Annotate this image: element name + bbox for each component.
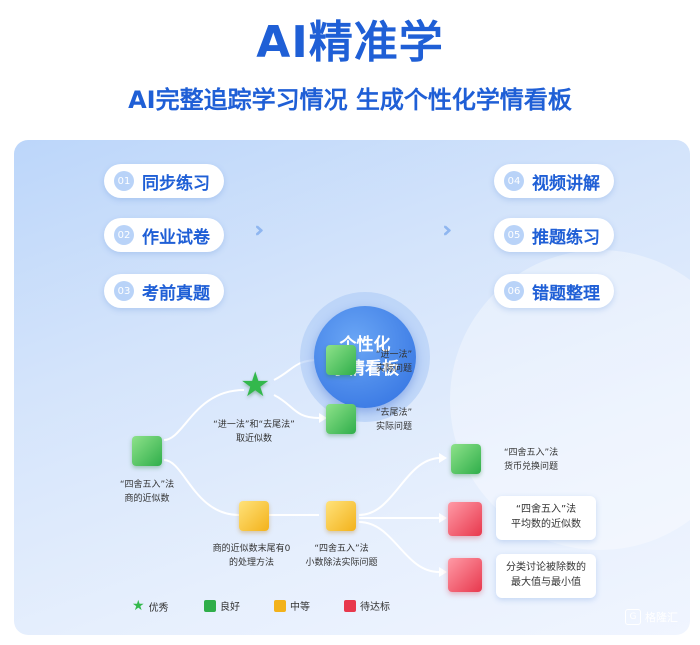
node-label-star: “进一法”和“去尾法” 取近似数 (194, 418, 314, 446)
number-badge: 03 (114, 281, 134, 301)
pill-label: 视频讲解 (532, 173, 600, 194)
legend-good: 良好 (204, 598, 240, 613)
label-line: “四舍五入”法 (503, 448, 559, 458)
pill-label: 考前真题 (142, 283, 210, 304)
number-badge: 02 (114, 225, 134, 245)
label-line: 商的近似数 (124, 494, 170, 504)
label-line: “四舍五入”法 (314, 544, 369, 554)
pill-exam-questions[interactable]: 03 考前真题 (104, 274, 224, 308)
legend-medium: 中等 (274, 598, 310, 613)
number-badge: 06 (504, 281, 524, 301)
pill-recommended-practice[interactable]: 05 推题练习 (494, 218, 614, 252)
watermark: G 格隆汇 (625, 609, 678, 625)
node-label-leaf-up1: “进一法” 实际问题 (359, 348, 429, 376)
label-line: 商的近似数末尾有0 (212, 544, 291, 554)
page-title: AI精准学 (256, 17, 444, 68)
number-badge: 05 (504, 225, 524, 245)
green-cube-icon (204, 599, 216, 612)
node-label-leaf-up2: “去尾法” 实际问题 (359, 406, 429, 434)
node-label-mid-left: 商的近似数末尾有0 的处理方法 (194, 542, 309, 570)
red-cube-icon (344, 599, 356, 612)
label-line: 的处理方法 (228, 558, 274, 568)
label-line: “进一法”和“去尾法” (213, 420, 295, 430)
label-line: “去尾法” (375, 408, 413, 418)
legend-label: 良好 (220, 602, 240, 613)
label-line: 实际问题 (375, 364, 412, 374)
node-label-leaf-r1: “四舍五入”法 货币兑换问题 (490, 446, 572, 474)
red-cube-icon (448, 502, 482, 536)
legend-label: 优秀 (148, 602, 169, 614)
node-box-leaf-r3: 分类讨论被除数的 最大值与最小值 (496, 554, 596, 598)
label-line: 最大值与最小值 (511, 577, 581, 588)
pill-label: 错题整理 (532, 283, 600, 304)
green-cube-icon (132, 436, 162, 466)
node-label-root: “四舍五入”法 商的近似数 (102, 478, 192, 506)
label-line: “四舍五入”法 (119, 480, 175, 490)
pill-homework-papers[interactable]: 02 作业试卷 (104, 218, 224, 252)
page-subtitle: AI完整追踪学习情况 生成个性化学情看板 (128, 86, 572, 114)
pill-label: 作业试卷 (142, 227, 210, 248)
star-icon: ★ (132, 598, 145, 614)
pill-mistake-review[interactable]: 06 错题整理 (494, 274, 614, 308)
label-line: 小数除法实际问题 (305, 558, 378, 568)
label-line: 平均数的近似数 (511, 519, 581, 530)
arrow-right-icon: ››› (442, 218, 454, 243)
green-cube-icon (326, 345, 356, 375)
yellow-cube-icon (239, 501, 269, 531)
node-label-mid-right: “四舍五入”法 小数除法实际问题 (294, 542, 389, 570)
yellow-cube-icon (326, 501, 356, 531)
number-badge: 01 (114, 171, 134, 191)
legend-label: 待达标 (360, 602, 390, 613)
pill-label: 推题练习 (532, 227, 600, 248)
label-line: “进一法” (375, 350, 413, 360)
label-line: 分类讨论被除数的 (506, 562, 586, 573)
node-box-leaf-r2: “四舍五入”法 平均数的近似数 (496, 496, 596, 540)
watermark-text: 格隆汇 (645, 611, 678, 624)
arrow-right-icon: ››› (254, 218, 266, 243)
legend-label: 中等 (290, 602, 310, 613)
number-badge: 04 (504, 171, 524, 191)
dashboard-panel: 01 同步练习 02 作业试卷 03 考前真题 ››› 个性化 学情看板 ›››… (14, 140, 690, 635)
pill-label: 同步练习 (142, 173, 210, 194)
legend-excellent: ★ 优秀 (132, 598, 169, 614)
pill-sync-practice[interactable]: 01 同步练习 (104, 164, 224, 198)
legend-needs-improvement: 待达标 (344, 598, 390, 613)
yellow-cube-icon (274, 599, 286, 612)
label-line: “四舍五入”法 (515, 504, 577, 515)
star-icon: ★ (240, 365, 271, 405)
label-line: 货币兑换问题 (503, 462, 558, 472)
logo-icon: G (625, 609, 641, 625)
label-line: 取近似数 (235, 434, 272, 444)
green-cube-icon (451, 444, 481, 474)
pill-video-explanation[interactable]: 04 视频讲解 (494, 164, 614, 198)
label-line: 实际问题 (375, 422, 412, 432)
green-cube-icon (326, 404, 356, 434)
red-cube-icon (448, 558, 482, 592)
